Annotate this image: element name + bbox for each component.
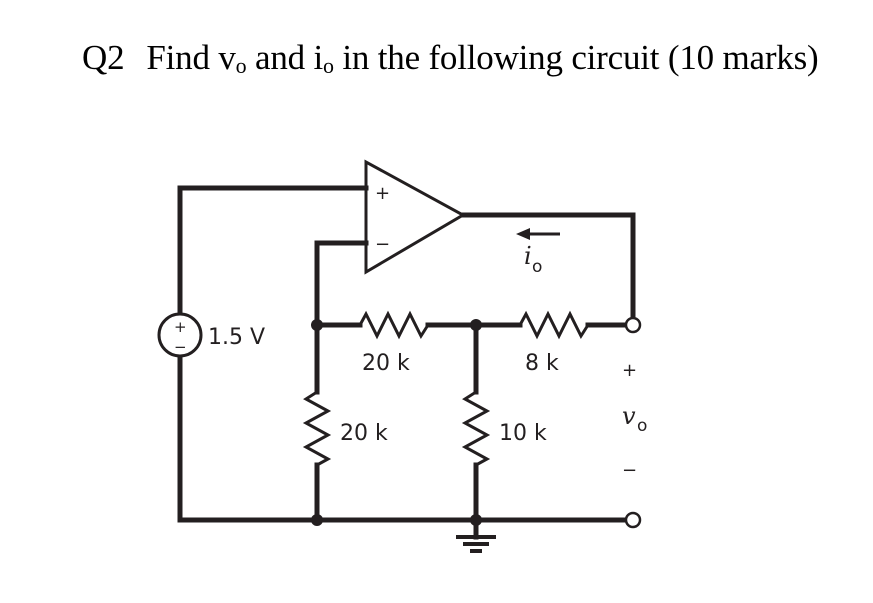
question-text-part1: Find v: [146, 38, 236, 77]
node-ground-left: [311, 514, 323, 526]
resistor-10k-vertical: [461, 390, 491, 467]
vo-subscript: o: [637, 416, 647, 436]
resistor-8k-label: 8 k: [525, 351, 559, 376]
opamp-plus-label: +: [375, 183, 390, 204]
source-plus-label: +: [174, 318, 187, 336]
node-inverting: [311, 319, 323, 331]
wire-opamp-output: [460, 212, 636, 322]
resistor-8k: [518, 310, 590, 340]
voltage-source-circle: [157, 312, 203, 358]
opamp-minus-label: −: [375, 234, 390, 255]
wire-inverting-feedback: [314, 240, 369, 328]
i-subscript: o: [323, 53, 334, 78]
node-ground-right: [470, 514, 482, 526]
resistor-20k-top: [358, 310, 430, 340]
wire-source-to-ground: [177, 354, 630, 523]
question-number: Q2: [82, 38, 125, 77]
node-middle: [470, 319, 482, 331]
terminal-output-minus: [624, 511, 642, 529]
wire-source-to-noninverting: [177, 185, 369, 316]
ground-icon: [456, 535, 496, 553]
vo-plus-label: +: [622, 360, 637, 381]
resistor-20k-top-label: 20 k: [362, 351, 410, 376]
v-subscript: o: [235, 53, 247, 78]
resistor-20k-vertical-label: 20 k: [340, 421, 388, 446]
current-symbol: i: [524, 242, 532, 270]
terminal-output-plus: [624, 316, 642, 334]
source-voltage-label: 1.5 V: [208, 325, 265, 350]
resistor-10k-vertical-label: 10 k: [499, 421, 547, 446]
question-text-part2: and i: [246, 38, 324, 77]
vo-symbol: v: [622, 402, 636, 430]
current-subscript: o: [532, 257, 542, 277]
current-arrow-icon: [516, 228, 560, 240]
resistor-20k-vertical: [302, 390, 332, 467]
question-text-part3: in the following circuit (10 marks): [333, 38, 819, 77]
vo-minus-label: −: [622, 460, 637, 481]
source-minus-label: −: [174, 338, 187, 356]
opamp-triangle: [364, 159, 467, 275]
